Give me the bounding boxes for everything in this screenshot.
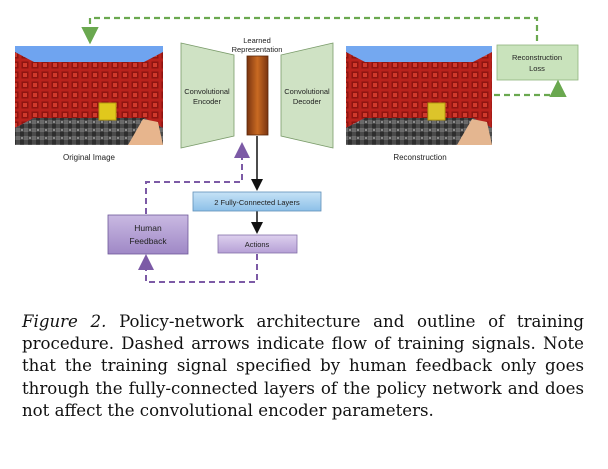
architecture-diagram: Original Image Convolutional Encoder Lea…	[15, 16, 579, 283]
learned-rep-label-line1: Learned	[243, 36, 271, 45]
fully-connected-layers-box	[192, 191, 322, 212]
original-image	[15, 46, 163, 145]
human-feedback-to-fc-arrow	[145, 142, 250, 214]
encoder-label-line2: Encoder	[193, 97, 221, 106]
actions-box	[217, 234, 298, 254]
caption-text: Policy-network architecture and outline …	[22, 312, 585, 420]
encoder-label-line1: Convolutional	[184, 87, 230, 96]
reconstruction-label: Reconstruction	[393, 153, 446, 162]
figure-caption: Figure 2. Policy-network architecture an…	[22, 311, 584, 422]
fc-layers-label: 2 Fully-Connected Layers	[214, 198, 300, 207]
human-feedback-line2: Feedback	[129, 236, 167, 246]
original-image-label: Original Image	[63, 153, 116, 162]
actions-to-human-feedback-arrow	[138, 254, 258, 283]
caption-label: Figure 2.	[22, 312, 107, 331]
convolutional-encoder	[180, 42, 235, 149]
reconstruction-to-loss-arrow	[494, 79, 567, 98]
reconstruction-loss-line1: Reconstruction	[512, 53, 562, 62]
human-feedback-box	[107, 214, 189, 255]
reconstruction-loss-line2: Loss	[529, 64, 545, 73]
reconstruction-loss-box	[496, 44, 579, 81]
learned-representation	[246, 55, 269, 136]
decoder-label-line1: Convolutional	[284, 87, 330, 96]
actions-label: Actions	[245, 240, 270, 249]
human-feedback-line1: Human	[134, 223, 162, 233]
reconstruction-image	[346, 46, 492, 145]
convolutional-decoder	[280, 42, 334, 149]
learned-rep-label-line2: Representation	[232, 45, 283, 54]
loss-to-encoder-arrow	[81, 16, 539, 45]
decoder-label-line2: Decoder	[293, 97, 322, 106]
